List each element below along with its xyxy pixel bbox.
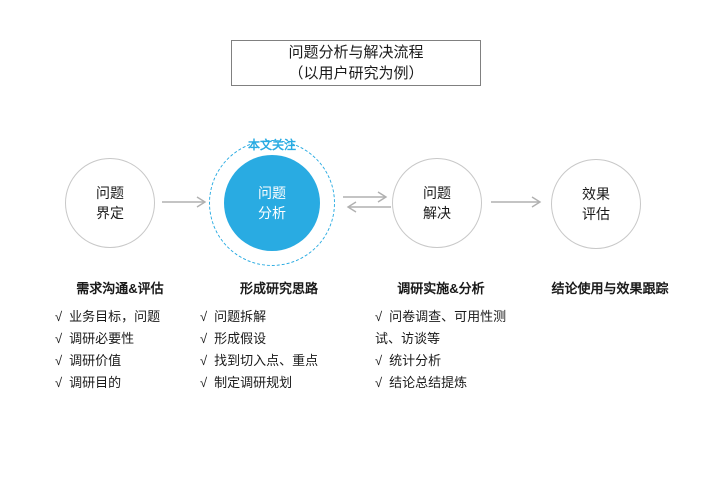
diagram-title-box: 问题分析与解决流程 （以用户研究为例） [231, 40, 481, 86]
stage-circle-problem-solving: 问题 解决 [392, 158, 482, 248]
check-mark: √ [55, 375, 63, 390]
focus-ring [209, 140, 335, 266]
stage-header: 结论使用与效果跟踪 [551, 281, 669, 296]
item-text: 调研必要性 [69, 331, 135, 346]
item-text: 统计分析 [389, 353, 442, 368]
circle-text-line1: 问题 [423, 185, 451, 201]
check-mark: √ [200, 353, 208, 368]
list-item: √ 找到切入点、重点 [200, 350, 358, 372]
stage-circle-problem-analysis: 问题 分析 [224, 155, 320, 251]
stage-circle-problem-definition: 问题 界定 [65, 158, 155, 248]
check-mark: √ [200, 331, 208, 346]
stage-circle-effect-evaluation: 效果 评估 [551, 159, 641, 249]
check-mark: √ [200, 375, 208, 390]
arrow-right-icon [491, 196, 542, 208]
list-item: √ 调研必要性 [55, 328, 185, 350]
check-mark: √ [375, 375, 383, 390]
list-item: √问卷调查、可用性测试、访谈等 [375, 306, 507, 350]
stage-notes-research-thinking: 形成研究思路 √ 问题拆解 √ 形成假设 √ 找到切入点、重点 √ 制定调研规划 [200, 278, 358, 394]
circle-text-line2: 分析 [258, 205, 286, 221]
check-mark: √ [55, 353, 63, 368]
circle-text-line2: 评估 [582, 206, 610, 222]
item-text: 找到切入点、重点 [214, 353, 319, 368]
item-text: 调研价值 [69, 353, 122, 368]
check-mark: √ [375, 309, 383, 324]
stage-notes-conclusion-tracking: 结论使用与效果跟踪 [528, 278, 692, 306]
focus-label: 本文关注 [247, 138, 296, 152]
circle-text-line1: 效果 [582, 186, 610, 202]
item-text: 问卷调查、可用性测试、访谈等 [375, 309, 507, 346]
list-item: √ 统计分析 [375, 350, 507, 372]
list-item: √ 形成假设 [200, 328, 358, 350]
list-item: √ 问题拆解 [200, 306, 358, 328]
check-mark: √ [200, 309, 208, 324]
arrow-right-icon [162, 196, 207, 208]
stage-header: 调研实施&分析 [397, 281, 485, 296]
diagram-title-line2: （以用户研究为例） [288, 65, 424, 82]
item-text: 结论总结提炼 [389, 375, 468, 390]
circle-text-line1: 问题 [258, 185, 286, 201]
item-text: 形成假设 [214, 331, 267, 346]
circle-text-line2: 界定 [96, 205, 124, 221]
list-item: √ 业务目标，问题 [55, 306, 185, 328]
check-mark: √ [55, 309, 63, 324]
circle-text-line2: 解决 [423, 205, 451, 221]
list-item: √ 制定调研规划 [200, 372, 358, 394]
stage-notes-demand-communication: 需求沟通&评估 √ 业务目标，问题 √ 调研必要性 √ 调研价值 √ 调研目的 [55, 278, 185, 394]
item-text: 制定调研规划 [214, 375, 293, 390]
check-mark: √ [375, 353, 383, 368]
item-text: 业务目标，问题 [69, 309, 161, 324]
item-text: 调研目的 [69, 375, 122, 390]
list-item: √ 调研价值 [55, 350, 185, 372]
stage-notes-research-implementation: 调研实施&分析 √问卷调查、可用性测试、访谈等 √统计分析 √结论总结提炼 [375, 278, 507, 394]
list-item: √ 调研目的 [55, 372, 185, 394]
list-item: √ 结论总结提炼 [375, 372, 507, 394]
arrow-double-icon [343, 191, 391, 213]
diagram-title-line1: 问题分析与解决流程 [288, 44, 424, 61]
stage-header: 需求沟通&评估 [76, 281, 164, 296]
check-mark: √ [55, 331, 63, 346]
item-text: 问题拆解 [214, 309, 267, 324]
circle-text-line1: 问题 [96, 185, 124, 201]
stage-header: 形成研究思路 [239, 281, 318, 296]
